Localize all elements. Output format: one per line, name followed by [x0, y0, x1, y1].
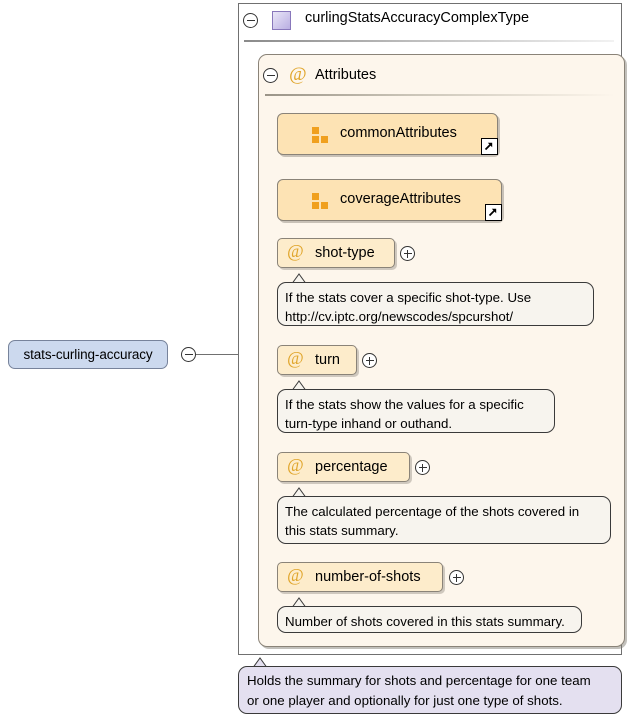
at-symbol-icon: @ — [287, 348, 304, 368]
at-symbol-icon: @ — [289, 64, 307, 85]
external-link-icon[interactable] — [481, 138, 498, 155]
documentation-callout-shot-type: If the stats cover a specific shot-type.… — [277, 282, 594, 326]
complex-type-collapse-toggle[interactable] — [243, 13, 258, 28]
callout-line: The calculated percentage of the shots c… — [285, 504, 580, 519]
root-element-label: stats-curling-accuracy — [23, 347, 153, 362]
annotation-line: Holds the summary for shots and percenta… — [247, 673, 591, 688]
attribute-group-common[interactable]: commonAttributes — [277, 113, 498, 155]
attribute-label: percentage — [315, 459, 388, 475]
attribute-percentage[interactable]: @ percentage — [277, 452, 410, 482]
attribute-group-label: coverageAttributes — [340, 191, 461, 207]
attribute-label: shot-type — [315, 245, 375, 261]
attribute-number-of-shots[interactable]: @ number-of-shots — [277, 562, 443, 592]
complex-type-title: curlingStatsAccuracyComplexType — [305, 10, 530, 26]
annotation-line: or one player and optionally for just on… — [247, 693, 563, 708]
documentation-callout-percentage: The calculated percentage of the shots c… — [277, 496, 611, 544]
complex-type-annotation: Holds the summary for shots and percenta… — [238, 666, 622, 714]
callout-line: If the stats show the values for a speci… — [285, 397, 524, 412]
attribute-label: turn — [315, 352, 340, 368]
percentage-expand-toggle[interactable] — [415, 460, 430, 475]
attribute-shot-type[interactable]: @ shot-type — [277, 238, 395, 268]
callout-line: turn-type inhand or outhand. — [285, 416, 453, 431]
attribute-group-label: commonAttributes — [340, 125, 457, 141]
complex-type-icon — [272, 11, 291, 30]
root-collapse-toggle[interactable] — [181, 347, 196, 362]
external-link-icon[interactable] — [485, 204, 502, 221]
at-symbol-icon: @ — [287, 241, 304, 261]
callout-line: http://cv.iptc.org/newscodes/spcurshot/ — [285, 309, 514, 324]
callout-line: If the stats cover a specific shot-type.… — [285, 290, 532, 305]
callout-line: this stats summary. — [285, 523, 399, 538]
callout-line: Number of shots covered in this stats su… — [285, 614, 565, 629]
attribute-turn[interactable]: @ turn — [277, 345, 357, 375]
attribute-group-icon — [312, 193, 330, 209]
root-element-node[interactable]: stats-curling-accuracy — [8, 340, 168, 369]
attribute-group-icon — [312, 127, 330, 143]
at-symbol-icon: @ — [287, 565, 304, 585]
turn-expand-toggle[interactable] — [362, 353, 377, 368]
attributes-collapse-toggle[interactable] — [263, 68, 278, 83]
attribute-group-coverage[interactable]: coverageAttributes — [277, 179, 502, 221]
shot-type-expand-toggle[interactable] — [400, 246, 415, 261]
root-to-type-connector — [196, 354, 238, 355]
at-symbol-icon: @ — [287, 455, 304, 475]
complex-type-divider — [244, 40, 614, 42]
attribute-label: number-of-shots — [315, 569, 421, 585]
number-of-shots-expand-toggle[interactable] — [449, 570, 464, 585]
documentation-callout-number-of-shots: Number of shots covered in this stats su… — [277, 606, 582, 633]
attributes-compositor-label: Attributes — [315, 67, 377, 83]
documentation-callout-turn: If the stats show the values for a speci… — [277, 389, 555, 433]
attributes-divider — [265, 94, 615, 96]
